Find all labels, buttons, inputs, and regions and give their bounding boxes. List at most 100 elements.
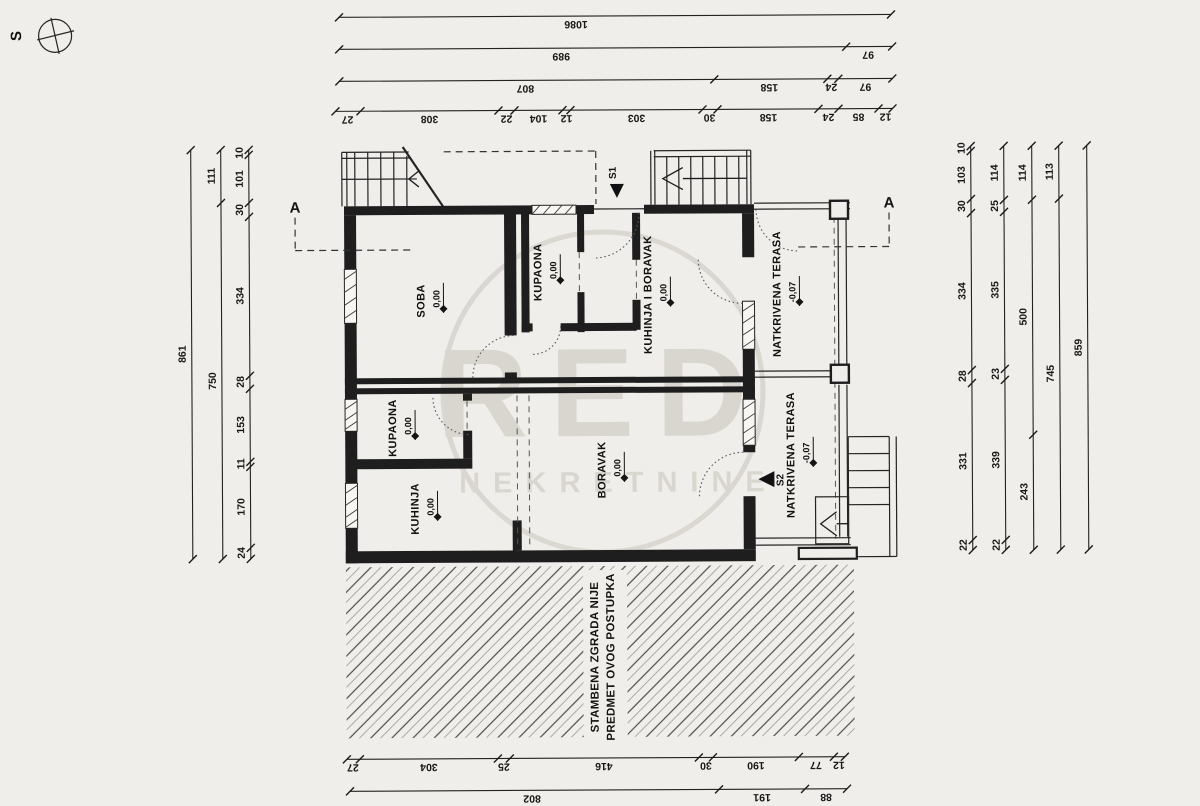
room-level: 0,00 xyxy=(426,498,436,516)
dim-label: 190 xyxy=(747,759,765,771)
compass-cross-icon xyxy=(50,17,60,54)
s2-label: S2 xyxy=(775,473,786,486)
dim-label: 500 xyxy=(1018,308,1030,326)
compass-circle-icon xyxy=(37,18,73,53)
dim-label: 308 xyxy=(421,113,439,125)
level-marker-icon xyxy=(556,276,565,285)
dim-label: 12 xyxy=(879,110,891,122)
dim-chain-top-1: 1086 xyxy=(334,9,896,30)
stair-direction-arrow-icon xyxy=(408,170,420,188)
room-level: -0,07 xyxy=(801,443,811,464)
compass: S xyxy=(8,17,75,54)
room-labels: SOBA 0,00 KUPAONA 0,00 KUHINJA I BORAVAK… xyxy=(387,231,818,535)
room-label-kuhinja-i-boravak: KUHINJA I BORAVAK 0,00 xyxy=(642,235,675,354)
room-label-boravak: BORAVAK 0,00 xyxy=(596,442,629,499)
window xyxy=(344,482,359,529)
roof-dashed-line xyxy=(443,150,596,153)
room-level: -0,07 xyxy=(787,282,797,303)
dim-label: 23 xyxy=(990,368,1002,380)
s1-arrow-icon xyxy=(609,183,624,198)
dim-label: 989 xyxy=(552,50,570,62)
dim-label: 97 xyxy=(862,49,874,61)
dim-chain-right-4: 113 745 xyxy=(1044,141,1066,555)
dim-label: 30 xyxy=(956,200,968,212)
dim-label: 30 xyxy=(234,204,246,216)
dim-label: 114 xyxy=(989,164,1001,181)
stair-direction-arrow-icon xyxy=(661,166,684,191)
dim-label: 111 xyxy=(206,168,218,185)
covered-terrace xyxy=(753,199,851,546)
door-swing-arc xyxy=(698,451,744,497)
stairs-bottom-right xyxy=(797,435,898,561)
terrace-column xyxy=(828,199,850,220)
dim-chain-right-5: 859 xyxy=(1073,140,1094,554)
room-label-terasa-lower: NATKRIVENA TERASA -0,07 xyxy=(785,392,818,518)
wall-stub xyxy=(797,546,858,561)
hatched-existing-building: STAMBENA ZGRADA NIJE PREDMET OVOG POSTUP… xyxy=(345,564,855,743)
dim-label: 30 xyxy=(700,759,712,771)
room-level: 0,00 xyxy=(658,284,668,302)
s2-arrow-icon xyxy=(758,471,775,488)
dashed-lines xyxy=(466,252,637,549)
dim-label: 28 xyxy=(957,370,969,382)
section-marker-s1: S1 xyxy=(608,166,624,198)
dim-label: 10 xyxy=(956,142,968,154)
window xyxy=(343,268,358,324)
note-backplate xyxy=(582,569,628,743)
level-marker-icon xyxy=(433,512,442,521)
dim-label: 11 xyxy=(235,458,247,469)
level-marker-icon xyxy=(795,297,804,306)
door-swings xyxy=(432,209,799,497)
section-a-left-label: A xyxy=(290,200,301,217)
room-level: 0,00 xyxy=(403,417,413,435)
room-name: NATKRIVENA TERASA xyxy=(785,392,798,518)
dim-chain-left-3: 861 xyxy=(177,145,198,564)
dim-label: 802 xyxy=(523,792,541,804)
room-name: KUPAONA xyxy=(387,399,399,457)
room-label-terasa-upper: NATKRIVENA TERASA -0,07 xyxy=(771,231,804,357)
dim-label: 28 xyxy=(235,376,247,388)
room-label-kuhinja: KUHINJA 0,00 xyxy=(409,483,442,535)
dim-label: 97 xyxy=(859,81,871,93)
door-swing-arc xyxy=(432,397,471,436)
dim-label: 335 xyxy=(989,281,1001,299)
dim-label: 77 xyxy=(810,759,822,771)
dim-label: 85 xyxy=(852,111,864,123)
dim-label: 24 xyxy=(236,547,248,559)
room-level: 0,00 xyxy=(548,261,558,279)
dim-label: 101 xyxy=(234,170,246,188)
section-marker-s2: S2 xyxy=(758,471,786,488)
dim-label: 191 xyxy=(753,791,771,803)
dim-label: 103 xyxy=(956,166,968,184)
dim-label: 158 xyxy=(760,111,778,123)
room-name: KUHINJA I BORAVAK xyxy=(642,235,655,353)
dim-label: 25 xyxy=(989,200,1001,212)
section-line-a-a: A A xyxy=(290,194,895,252)
dim-label: 416 xyxy=(595,760,613,772)
building-walls xyxy=(343,204,756,564)
door-swing-arc xyxy=(532,326,562,355)
dim-label: 113 xyxy=(1044,163,1056,180)
room-name: BORAVAK xyxy=(596,442,608,499)
room-level: 0,00 xyxy=(431,290,441,308)
dim-label: 10 xyxy=(234,147,246,159)
dim-label: 745 xyxy=(1045,365,1057,383)
dim-label: 25 xyxy=(498,760,510,772)
stairs-top-left xyxy=(341,146,445,209)
room-level: 0,00 xyxy=(612,459,622,477)
door-swing-arc xyxy=(697,259,743,304)
dim-label: 153 xyxy=(235,416,247,434)
room-name: KUHINJA xyxy=(409,483,421,535)
dim-label: 170 xyxy=(236,498,248,516)
note-line2: PREDMET OVOG POSTUPKA xyxy=(605,573,618,740)
compass-north-label: S xyxy=(8,31,25,41)
